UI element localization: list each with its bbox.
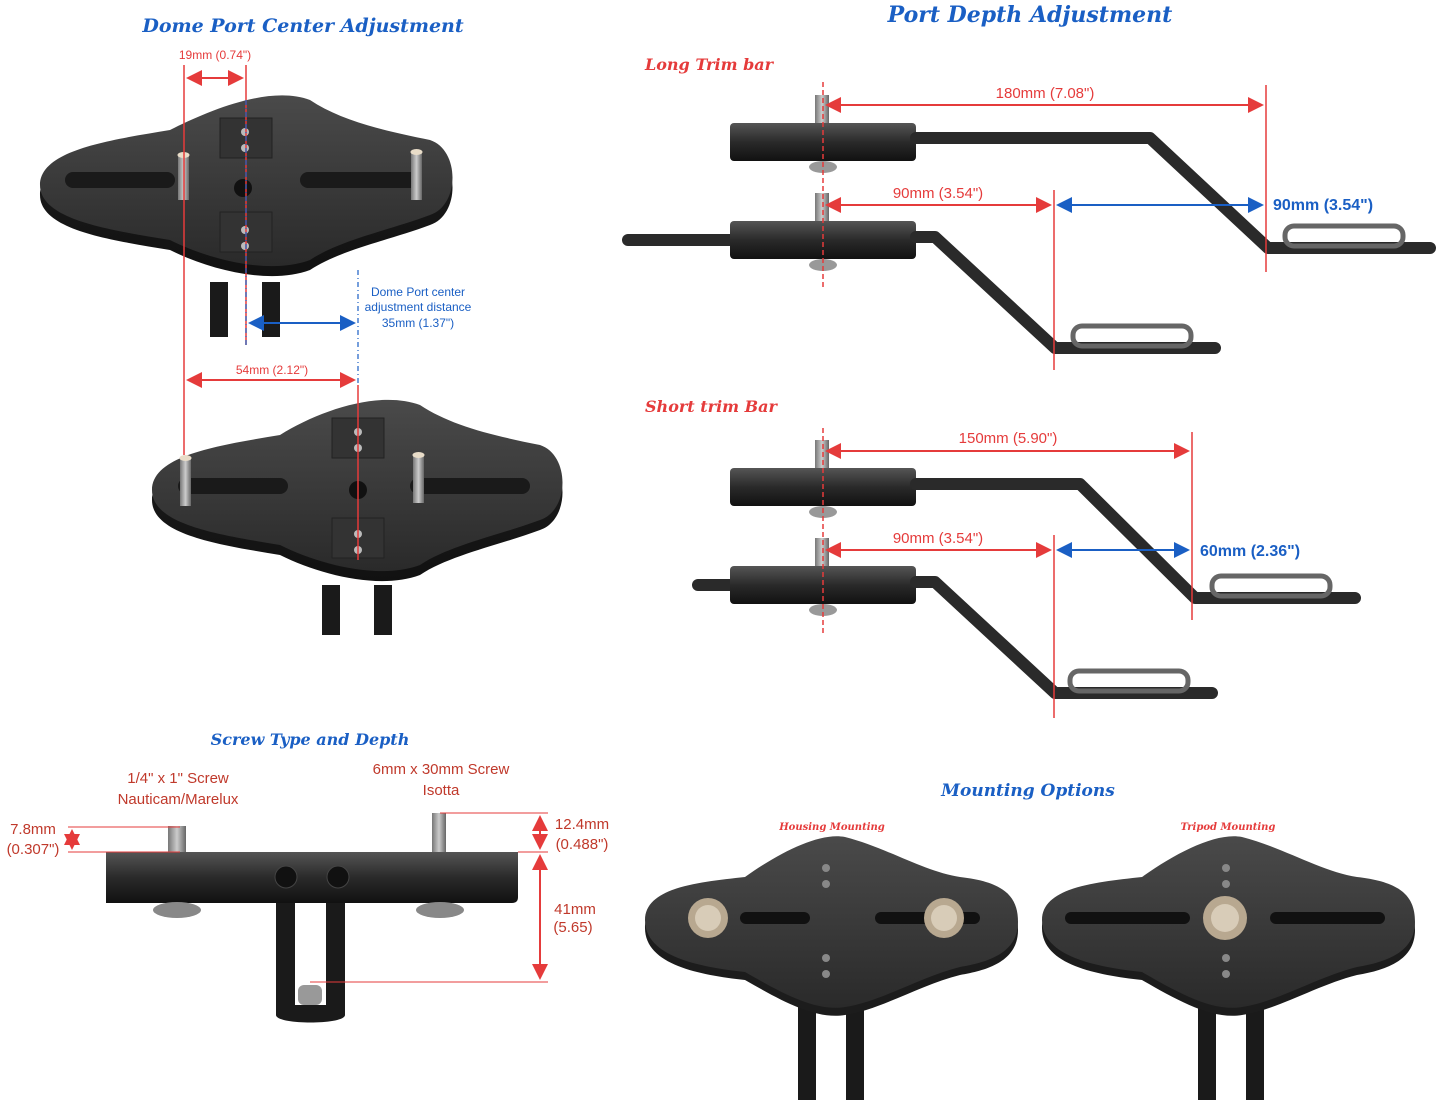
- port-depth-title: Port Depth Adjustment: [887, 2, 1173, 28]
- right-depth-label-1: 12.4mm: [555, 816, 609, 833]
- short-trim-bar-lower: [692, 538, 1218, 699]
- dome-offset-label: 19mm (0.74"): [179, 48, 251, 62]
- dome-port-title: Dome Port Center Adjustment: [141, 15, 464, 37]
- screw-title: Screw Type and Depth: [211, 730, 410, 749]
- short-diff-label: 60mm (2.36"): [1200, 543, 1300, 560]
- tripod-mounting-label: Tripod Mounting: [1181, 822, 1276, 833]
- left-depth-label-1: 7.8mm: [10, 821, 56, 838]
- long-trim-bar-lower: [622, 193, 1221, 354]
- long-trim-bar-title: Long Trim bar: [644, 55, 775, 74]
- tripod-mount-plate: [1042, 836, 1415, 1100]
- short-mid-label: 90mm (3.54"): [893, 530, 983, 547]
- long-bar-dimensions: [822, 82, 1267, 370]
- short-bar-dimensions: [822, 428, 1193, 718]
- dome-dimension-lines: [183, 65, 359, 560]
- housing-mounting-label: Housing Mounting: [778, 822, 885, 833]
- housing-mount-plate: [645, 836, 1018, 1100]
- dome-width-label: 54mm (2.12"): [236, 363, 308, 377]
- short-trim-bar-title: Short trim Bar: [645, 397, 779, 416]
- right-screw-label-2: Isotta: [423, 782, 460, 799]
- long-diff-label: 90mm (3.54"): [1273, 197, 1373, 214]
- left-screw-label-1: 1/4" x 1" Screw: [127, 770, 229, 787]
- right-screw-label-1: 6mm x 30mm Screw: [373, 761, 510, 778]
- height-label-2: (5.65): [553, 919, 592, 936]
- dome-distance-note-2: adjustment distance: [365, 300, 472, 314]
- right-depth-label-2: (0.488"): [556, 836, 609, 853]
- height-label-1: 41mm: [554, 901, 596, 918]
- long-top-label: 180mm (7.08"): [996, 85, 1095, 102]
- dome-distance-note-1: Dome Port center: [371, 285, 465, 299]
- screw-dimensions: [64, 812, 548, 983]
- left-depth-label-2: (0.307"): [7, 841, 60, 858]
- dome-distance-note-3: 35mm (1.37"): [382, 316, 454, 330]
- long-mid-label: 90mm (3.54"): [893, 185, 983, 202]
- left-screw-label-2: Nauticam/Marelux: [118, 791, 239, 808]
- short-top-label: 150mm (5.90"): [959, 430, 1058, 447]
- mounting-title: Mounting Options: [940, 781, 1115, 801]
- screw-side-view: [106, 813, 518, 1023]
